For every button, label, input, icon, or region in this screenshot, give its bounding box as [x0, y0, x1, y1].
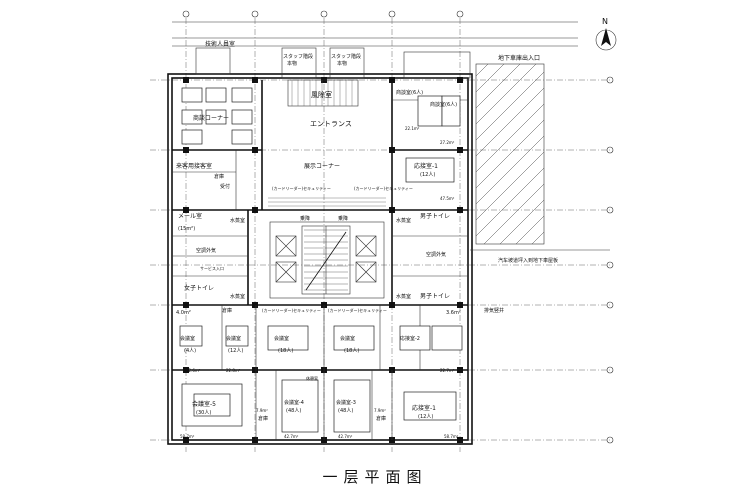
label-reception-1b: 応接室-1: [412, 404, 436, 412]
label-staff-stair-b2: 本物: [337, 60, 347, 67]
parking-ramp: [470, 63, 610, 251]
outer-walls: [167, 47, 473, 445]
lounge-furniture: [181, 87, 253, 145]
label-staff-stair-b: スタッフ階段: [331, 53, 361, 60]
label-water-3: 水蒸室: [396, 217, 411, 224]
label-staff-stair-a2: 本物: [287, 60, 297, 67]
label-meeting-room-c-people: (18人): [278, 348, 293, 354]
label-mail-room: メール室: [178, 212, 202, 220]
label-break-room: 休憩室: [306, 375, 318, 381]
label-water-1: 水蒸室: [230, 217, 245, 224]
label-area-79: 7.9m²: [256, 408, 268, 413]
label-reception: 来客用接客室: [176, 162, 212, 170]
label-entrance: エントランス: [310, 120, 352, 128]
label-reception-1-people: (12人): [420, 172, 435, 178]
label-tech-room: 技術人員室: [205, 40, 235, 48]
label-storage-1: 倉庫: [258, 415, 268, 422]
label-reception-desk: 受付: [220, 183, 230, 190]
label-area-79b: 7.9m²: [374, 408, 386, 413]
label-meeting-room-c: 会議室: [274, 335, 289, 342]
label-ramp: 汽车坡道坪入到地下車屋板: [498, 257, 558, 264]
label-lounge: 商談コーナー: [193, 114, 229, 122]
label-meeting-a-area: 22.1m²: [405, 126, 420, 131]
label-meeting-room-b-people: (12人): [228, 348, 243, 354]
label-meeting-room-a: 会議室: [180, 335, 195, 342]
label-meeting-room-3-people: (48人): [338, 408, 353, 414]
label-womens-toilet: 女子トイレ: [184, 284, 214, 292]
label-storage-2: 倉庫: [376, 415, 386, 422]
label-meeting-room-5: 会議室-5: [192, 400, 216, 408]
label-meeting-room-d-people: (18人): [344, 348, 359, 354]
north-arrow: N: [595, 17, 617, 51]
label-reception-2: 応接室-2: [400, 335, 420, 342]
label-meeting-room-d: 会議室: [340, 335, 355, 342]
label-service-entrance: サービス入口: [200, 265, 224, 271]
label-meeting-room-4-people: (48人): [286, 408, 301, 414]
label-water-2: 水蒸室: [230, 293, 245, 300]
label-meeting-room-3-area: 42.7m²: [338, 434, 353, 439]
label-area-228: 22.8m²: [226, 368, 241, 373]
label-staff-stair-a: スタッフ階段: [283, 53, 313, 60]
label-elevator-2: 乗降: [338, 215, 348, 222]
interior-walls: [172, 80, 468, 440]
label-meeting-room-b: 会議室: [226, 335, 241, 342]
label-mail-area: (15m²): [178, 226, 195, 232]
label-area-4b: 3.6m²: [446, 310, 461, 316]
label-meeting-room-a-people: (4人): [184, 348, 196, 354]
label-meeting-b-area: 27.2m²: [440, 140, 455, 145]
label-meeting-b: 商談室(6人): [430, 101, 457, 108]
top-stairs: [268, 79, 386, 207]
label-security-1: (カードリーダー)セキュリティー: [272, 185, 331, 191]
label-meeting-a: 商談室(6人): [396, 89, 423, 96]
label-mens-toilet-top: 男子トイレ: [420, 213, 450, 220]
label-security-3: (カードリーダー)セキュリティー: [262, 307, 321, 313]
label-meeting-room-4: 会議室-4: [284, 399, 304, 406]
label-reception-1b-people: (12人): [418, 414, 433, 420]
label-reception-1b-area: 58.7m²: [444, 434, 459, 439]
conference-furniture: [179, 95, 463, 433]
label-showroom: 展示コーナー: [304, 163, 340, 170]
label-area-4: 4.0m²: [176, 310, 191, 316]
label-windbreak: 風除室: [311, 90, 332, 99]
label-shaft-2: 空調外気: [426, 251, 446, 258]
top-dimension-line: [172, 21, 578, 47]
label-area-227: 22.7m²: [440, 368, 455, 373]
label-elevator-1: 乗降: [300, 215, 310, 222]
core: [269, 221, 385, 299]
label-shaft: 空調外気: [196, 247, 216, 254]
room-labels: 技術人員室 スタッフ階段 本物 スタッフ階段 本物 風除室 エントランス 展示コ…: [176, 40, 558, 439]
label-security-4: (カードリーダー)セキュリティー: [328, 307, 387, 313]
label-meeting-room-5-people: (30人): [196, 410, 211, 416]
label-water-4: 水蒸室: [396, 293, 411, 300]
label-security-2: (カードリーダー)セキュリティー: [354, 185, 413, 191]
label-reception-1: 応接室-1: [414, 162, 438, 170]
label-meeting-room-5-area: 58.7m²: [180, 434, 195, 439]
label-parking-entrance: 地下車庫出入口: [498, 54, 540, 62]
label-storage: 倉庫: [214, 173, 224, 180]
label-reception-1-area: 47.5m²: [440, 196, 455, 201]
label-meeting-room-4-area: 42.7m²: [284, 434, 299, 439]
grid-axis-markers: [182, 10, 614, 444]
label-smoke-shaft: 排気竪井: [484, 307, 504, 314]
label-storage-3: 倉庫: [222, 307, 232, 314]
plan-caption: 一层平面图: [322, 468, 428, 486]
north-label: N: [602, 17, 608, 26]
label-meeting-room-3: 会議室-3: [336, 399, 356, 406]
label-mens-toilet: 男子トイレ: [420, 293, 450, 300]
label-area-226: 22.6m²: [186, 368, 201, 373]
